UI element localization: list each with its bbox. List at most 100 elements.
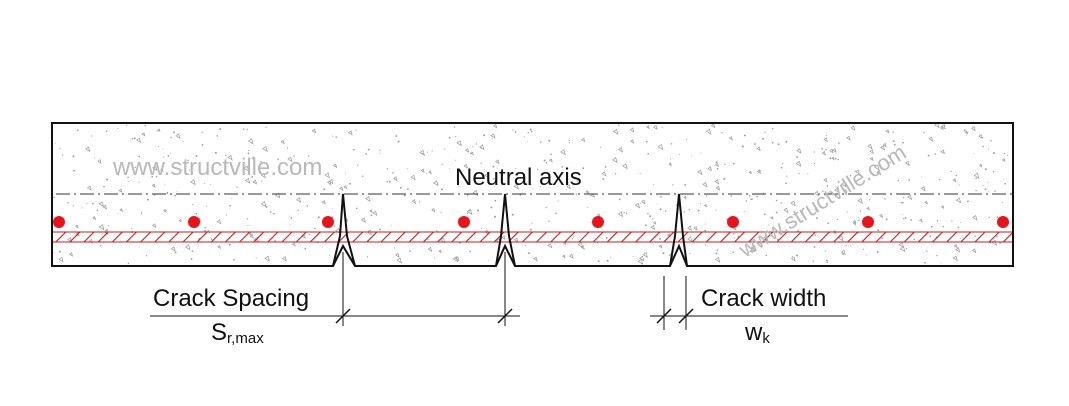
speckle-dot bbox=[602, 178, 605, 180]
speckle-dot bbox=[157, 169, 159, 170]
speckle-dot bbox=[265, 206, 268, 208]
speckle-aggregate bbox=[795, 160, 802, 167]
speckle-aggregate bbox=[217, 244, 221, 249]
speckle-dot bbox=[317, 216, 320, 219]
speckle-aggregate bbox=[562, 241, 567, 246]
speckle-aggregate bbox=[846, 135, 851, 141]
speckle-aggregate bbox=[58, 256, 64, 263]
speckle-dot bbox=[813, 162, 816, 165]
speckle-aggregate bbox=[880, 145, 886, 151]
speckle-aggregate bbox=[955, 247, 961, 253]
speckle-dot bbox=[471, 146, 474, 148]
speckle-aggregate bbox=[466, 208, 473, 215]
speckle-aggregate bbox=[411, 199, 417, 205]
speckle-dot bbox=[357, 164, 359, 166]
speckle-dot bbox=[165, 210, 167, 212]
speckle-dot bbox=[206, 205, 208, 207]
speckle-aggregate bbox=[919, 218, 923, 223]
speckle-dot bbox=[220, 170, 222, 172]
speckle-dot bbox=[399, 186, 402, 189]
speckle-dot bbox=[433, 257, 436, 259]
speckle-aggregate bbox=[369, 209, 373, 214]
speckle-dot bbox=[216, 135, 218, 137]
speckle-dot bbox=[201, 143, 204, 146]
speckle-dot bbox=[781, 162, 783, 164]
speckle-dot bbox=[821, 147, 824, 150]
speckle-dot bbox=[286, 147, 289, 149]
speckle-aggregate bbox=[98, 201, 104, 208]
speckle-aggregate bbox=[227, 154, 233, 161]
speckle-dot bbox=[524, 245, 526, 246]
speckle-aggregate bbox=[86, 185, 92, 191]
speckle-aggregate bbox=[834, 187, 840, 194]
speckle-dot bbox=[813, 246, 816, 248]
speckle-aggregate bbox=[697, 169, 703, 176]
speckle-dot bbox=[966, 134, 968, 136]
speckle-aggregate bbox=[885, 129, 890, 134]
speckle-dot bbox=[960, 221, 962, 223]
speckle-dot bbox=[166, 192, 169, 194]
speckle-dot bbox=[103, 185, 105, 188]
speckle-aggregate bbox=[162, 209, 167, 213]
speckle-dot bbox=[885, 218, 888, 221]
speckle-dot bbox=[248, 150, 250, 152]
speckle-dot bbox=[195, 155, 198, 158]
speckle-aggregate bbox=[262, 146, 268, 153]
speckle-dot bbox=[169, 152, 171, 154]
speckle-aggregate bbox=[920, 186, 926, 192]
speckle-dot bbox=[483, 134, 486, 137]
speckle-dot bbox=[938, 178, 940, 181]
speckle-aggregate bbox=[419, 149, 425, 157]
speckle-aggregate bbox=[869, 156, 874, 161]
speckle-aggregate bbox=[728, 136, 733, 141]
speckle-dot bbox=[745, 200, 748, 202]
speckle-dot bbox=[730, 252, 732, 254]
speckle-aggregate bbox=[637, 258, 644, 265]
speckle-dot bbox=[151, 175, 154, 178]
speckle-dot bbox=[659, 208, 662, 211]
speckle-dot bbox=[81, 207, 83, 209]
speckle-dot bbox=[127, 176, 129, 178]
speckle-aggregate bbox=[395, 252, 400, 258]
speckle-aggregate bbox=[622, 163, 628, 170]
speckle-dot bbox=[647, 213, 649, 215]
speckle-dot bbox=[585, 244, 587, 246]
speckle-dot bbox=[902, 196, 905, 199]
speckle-dot bbox=[236, 186, 238, 188]
speckle-dot bbox=[893, 143, 896, 146]
speckle-dot bbox=[892, 131, 894, 133]
speckle-aggregate bbox=[562, 254, 566, 259]
speckle-dot bbox=[53, 196, 55, 199]
speckle-dot bbox=[764, 131, 766, 133]
speckle-dot bbox=[908, 179, 911, 181]
speckle-dot bbox=[849, 174, 852, 177]
speckle-dot bbox=[723, 177, 726, 180]
speckle-dot bbox=[846, 211, 848, 213]
speckle-dot bbox=[988, 191, 990, 193]
speckle-aggregate bbox=[823, 177, 828, 183]
speckle-aggregate bbox=[243, 165, 250, 172]
speckle-dot bbox=[575, 193, 578, 196]
speckle-dot bbox=[1002, 202, 1004, 204]
speckle-dot bbox=[188, 169, 191, 171]
speckle-dot bbox=[982, 184, 984, 186]
speckle-dot bbox=[397, 140, 400, 143]
speckle-dot bbox=[67, 202, 69, 204]
speckle-aggregate bbox=[756, 146, 761, 152]
speckle-aggregate bbox=[472, 189, 479, 197]
speckle-aggregate bbox=[964, 130, 968, 135]
speckle-dot bbox=[786, 175, 788, 177]
speckle-dot bbox=[670, 158, 672, 160]
speckle-aggregate bbox=[748, 170, 752, 175]
speckle-aggregate bbox=[702, 181, 708, 188]
speckle-dot bbox=[822, 190, 824, 192]
speckle-dot bbox=[845, 244, 847, 247]
speckle-dot bbox=[522, 178, 524, 180]
speckle-dot bbox=[548, 177, 550, 179]
speckle-dot bbox=[610, 256, 612, 258]
speckle-dot bbox=[685, 138, 687, 140]
speckle-dot bbox=[345, 172, 347, 174]
speckle-dot bbox=[331, 216, 334, 218]
speckle-dot bbox=[246, 128, 248, 131]
speckle-dot bbox=[131, 228, 132, 230]
